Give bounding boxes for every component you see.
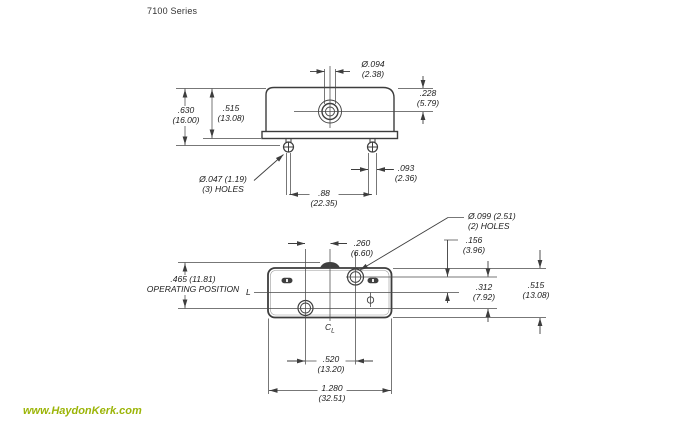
- left-centerline-symbol: L: [246, 287, 251, 297]
- dimension-mounting-holes: Ø.099 (2.51) (2) HOLES: [467, 211, 517, 232]
- dimension-terminal-holes: Ø.047 (1.19) (3) HOLES: [198, 174, 248, 195]
- plan-view-reference-lines: [178, 217, 546, 394]
- dimension-plan-body-width: .515 (13.08): [521, 280, 551, 301]
- dimension-shaft-hole-diameter: Ø.094 (2.38): [360, 59, 386, 80]
- side-view-dimension-arrows: [182, 69, 426, 197]
- dimension-overall-height: .630 (16.00): [171, 105, 201, 126]
- dimension-hole-vertical-spacing: .312 (7.92): [471, 282, 497, 303]
- dimension-terminal-spacing: .88 (22.35): [309, 188, 339, 209]
- centerline-symbol: CL: [325, 322, 335, 335]
- switch-body-outline: [265, 86, 395, 132]
- plan-view-drawing: [178, 217, 546, 394]
- base-plate: [261, 130, 399, 140]
- pin-feature: [366, 292, 375, 307]
- dimension-hole-to-centerline: .156 (3.96): [461, 235, 487, 256]
- plan-terminals: [281, 277, 379, 284]
- dimension-terminal-width: .093 (2.36): [393, 163, 419, 184]
- dimension-button-offset: .260 (6.60): [350, 238, 374, 258]
- dimension-operating-position: .465 (11.81) OPERATING POSITION: [145, 274, 241, 295]
- dimension-hole-horizontal-spacing: .520 (13.20): [316, 354, 346, 375]
- dimension-overall-length: 1.280 (32.51): [317, 383, 347, 404]
- plan-view-dimension-arrows: [182, 217, 543, 393]
- side-view-drawing: [176, 66, 433, 197]
- watermark-url: www.HaydonKerk.com: [23, 405, 142, 417]
- terminal-right: [366, 138, 379, 153]
- dimension-hole-depth: .228 (5.79): [415, 88, 441, 109]
- page-title: 7100 Series: [147, 6, 198, 16]
- dimension-body-height: .515 (13.08): [216, 103, 246, 124]
- terminal-left: [282, 138, 295, 153]
